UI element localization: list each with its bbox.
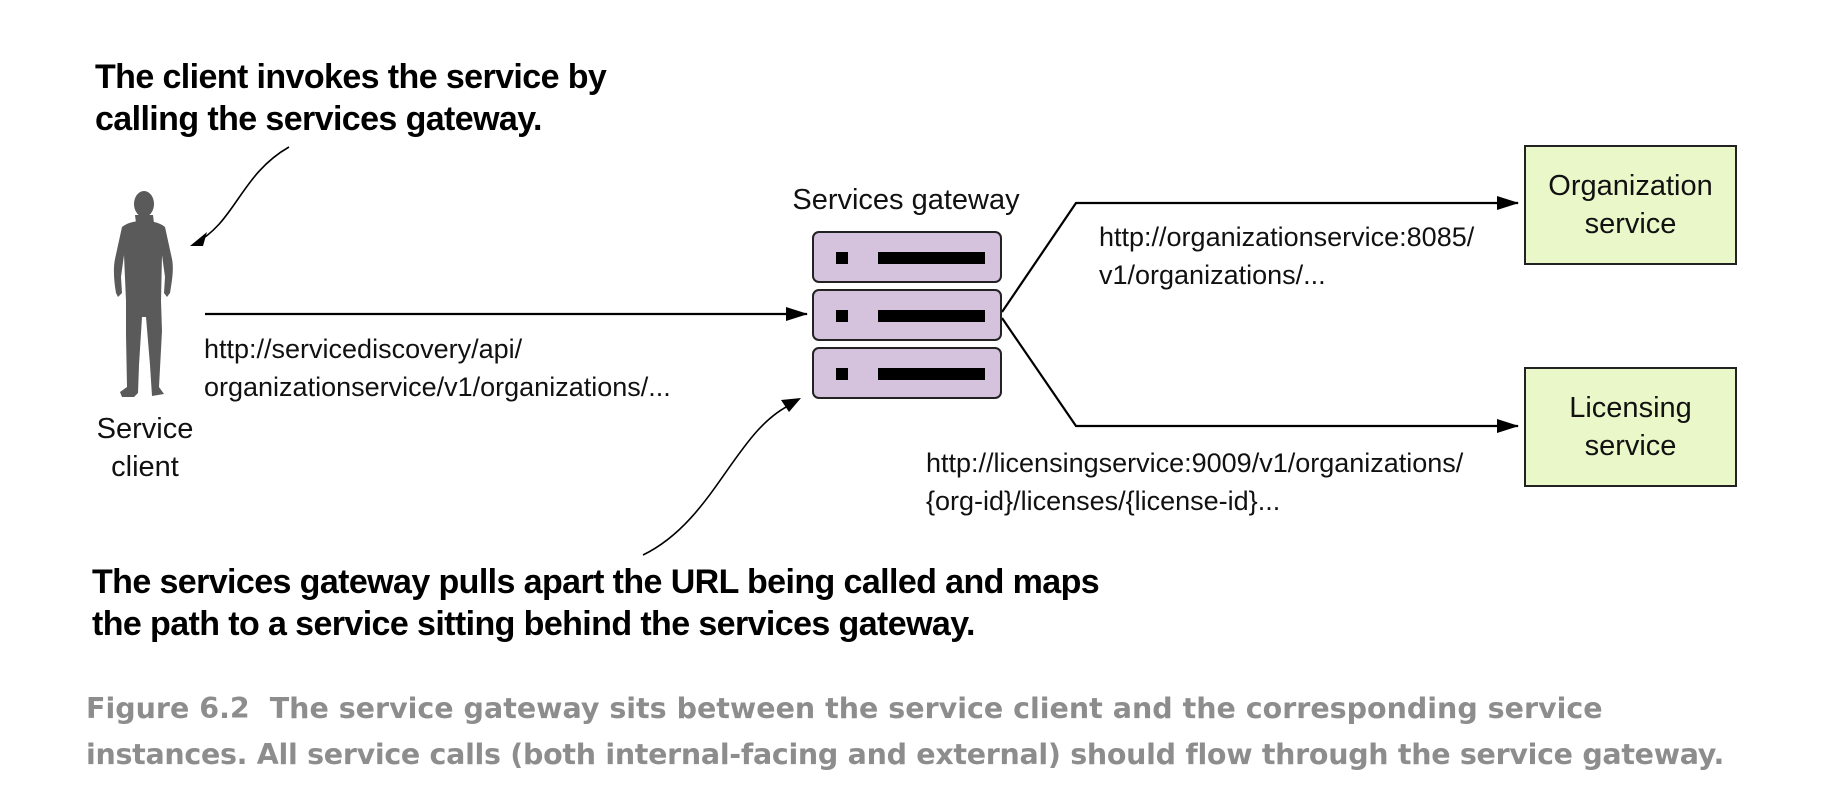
top-callout-line-2: calling the services gateway. <box>95 100 542 138</box>
bottom-callout-pointer <box>642 403 793 556</box>
figure-caption-line-2: instances. All service calls (both inter… <box>86 738 1724 771</box>
server-unit-1-slot <box>878 252 985 264</box>
client-request-url-line-2: organizationservice/v1/organizations/... <box>204 372 671 402</box>
client-request-url-line-1: http://servicediscovery/api/ <box>204 334 523 364</box>
licensing-service-url-line-2: {org-id}/licenses/{license-id}... <box>926 486 1281 516</box>
server-unit-2-slot <box>878 310 985 322</box>
service-client-label: Service client <box>80 410 210 486</box>
licensing-service-url-line-1: http://licensingservice:9009/v1/organiza… <box>926 448 1464 478</box>
top-callout-pointer <box>193 146 290 245</box>
organization-service-box: Organization service <box>1524 145 1737 265</box>
bottom-callout-line-1: The services gateway pulls apart the URL… <box>92 563 1100 601</box>
bottom-callout-line-2: the path to a service sitting behind the… <box>92 605 975 643</box>
server-unit-3-slot <box>878 368 985 380</box>
server-unit-1 <box>812 231 1002 283</box>
bottom-callout-pointer-head <box>781 398 801 412</box>
person-icon <box>113 191 173 397</box>
server-unit-3 <box>812 347 1002 399</box>
server-unit-1-led <box>836 252 848 264</box>
server-unit-2 <box>812 289 1002 341</box>
licensing-service-box: Licensing service <box>1524 367 1737 487</box>
client-request-url: http://servicediscovery/api/ organizatio… <box>204 330 671 406</box>
figure-caption-text-1: The service gateway sits between the ser… <box>269 692 1603 725</box>
top-callout-pointer-head <box>190 232 207 246</box>
gateway-to-organization-arrow <box>1001 196 1519 313</box>
top-callout: The client invokes the service by callin… <box>95 56 607 140</box>
server-unit-2-led <box>836 310 848 322</box>
top-callout-line-1: The client invokes the service by <box>95 58 607 96</box>
figure-caption-line-1: Figure 6.2 The service gateway sits betwe… <box>86 686 1786 732</box>
services-gateway-label: Services gateway <box>792 184 1020 216</box>
bottom-callout: The services gateway pulls apart the URL… <box>92 561 1100 645</box>
server-unit-3-led <box>836 368 848 380</box>
organization-service-url-line-2: v1/organizations/... <box>1099 260 1326 290</box>
licensing-service-url: http://licensingservice:9009/v1/organiza… <box>926 444 1463 520</box>
service-client-label-line-1: Service <box>96 413 194 445</box>
organization-service-url: http://organizationservice:8085/ v1/orga… <box>1099 218 1474 294</box>
figure-caption: Figure 6.2 The service gateway sits betwe… <box>86 686 1786 778</box>
figure-number: Figure 6.2 <box>86 692 250 725</box>
gateway-to-licensing-arrow <box>1001 317 1519 433</box>
organization-service-url-line-1: http://organizationservice:8085/ <box>1099 222 1475 252</box>
service-client-label-line-2: client <box>111 451 179 483</box>
